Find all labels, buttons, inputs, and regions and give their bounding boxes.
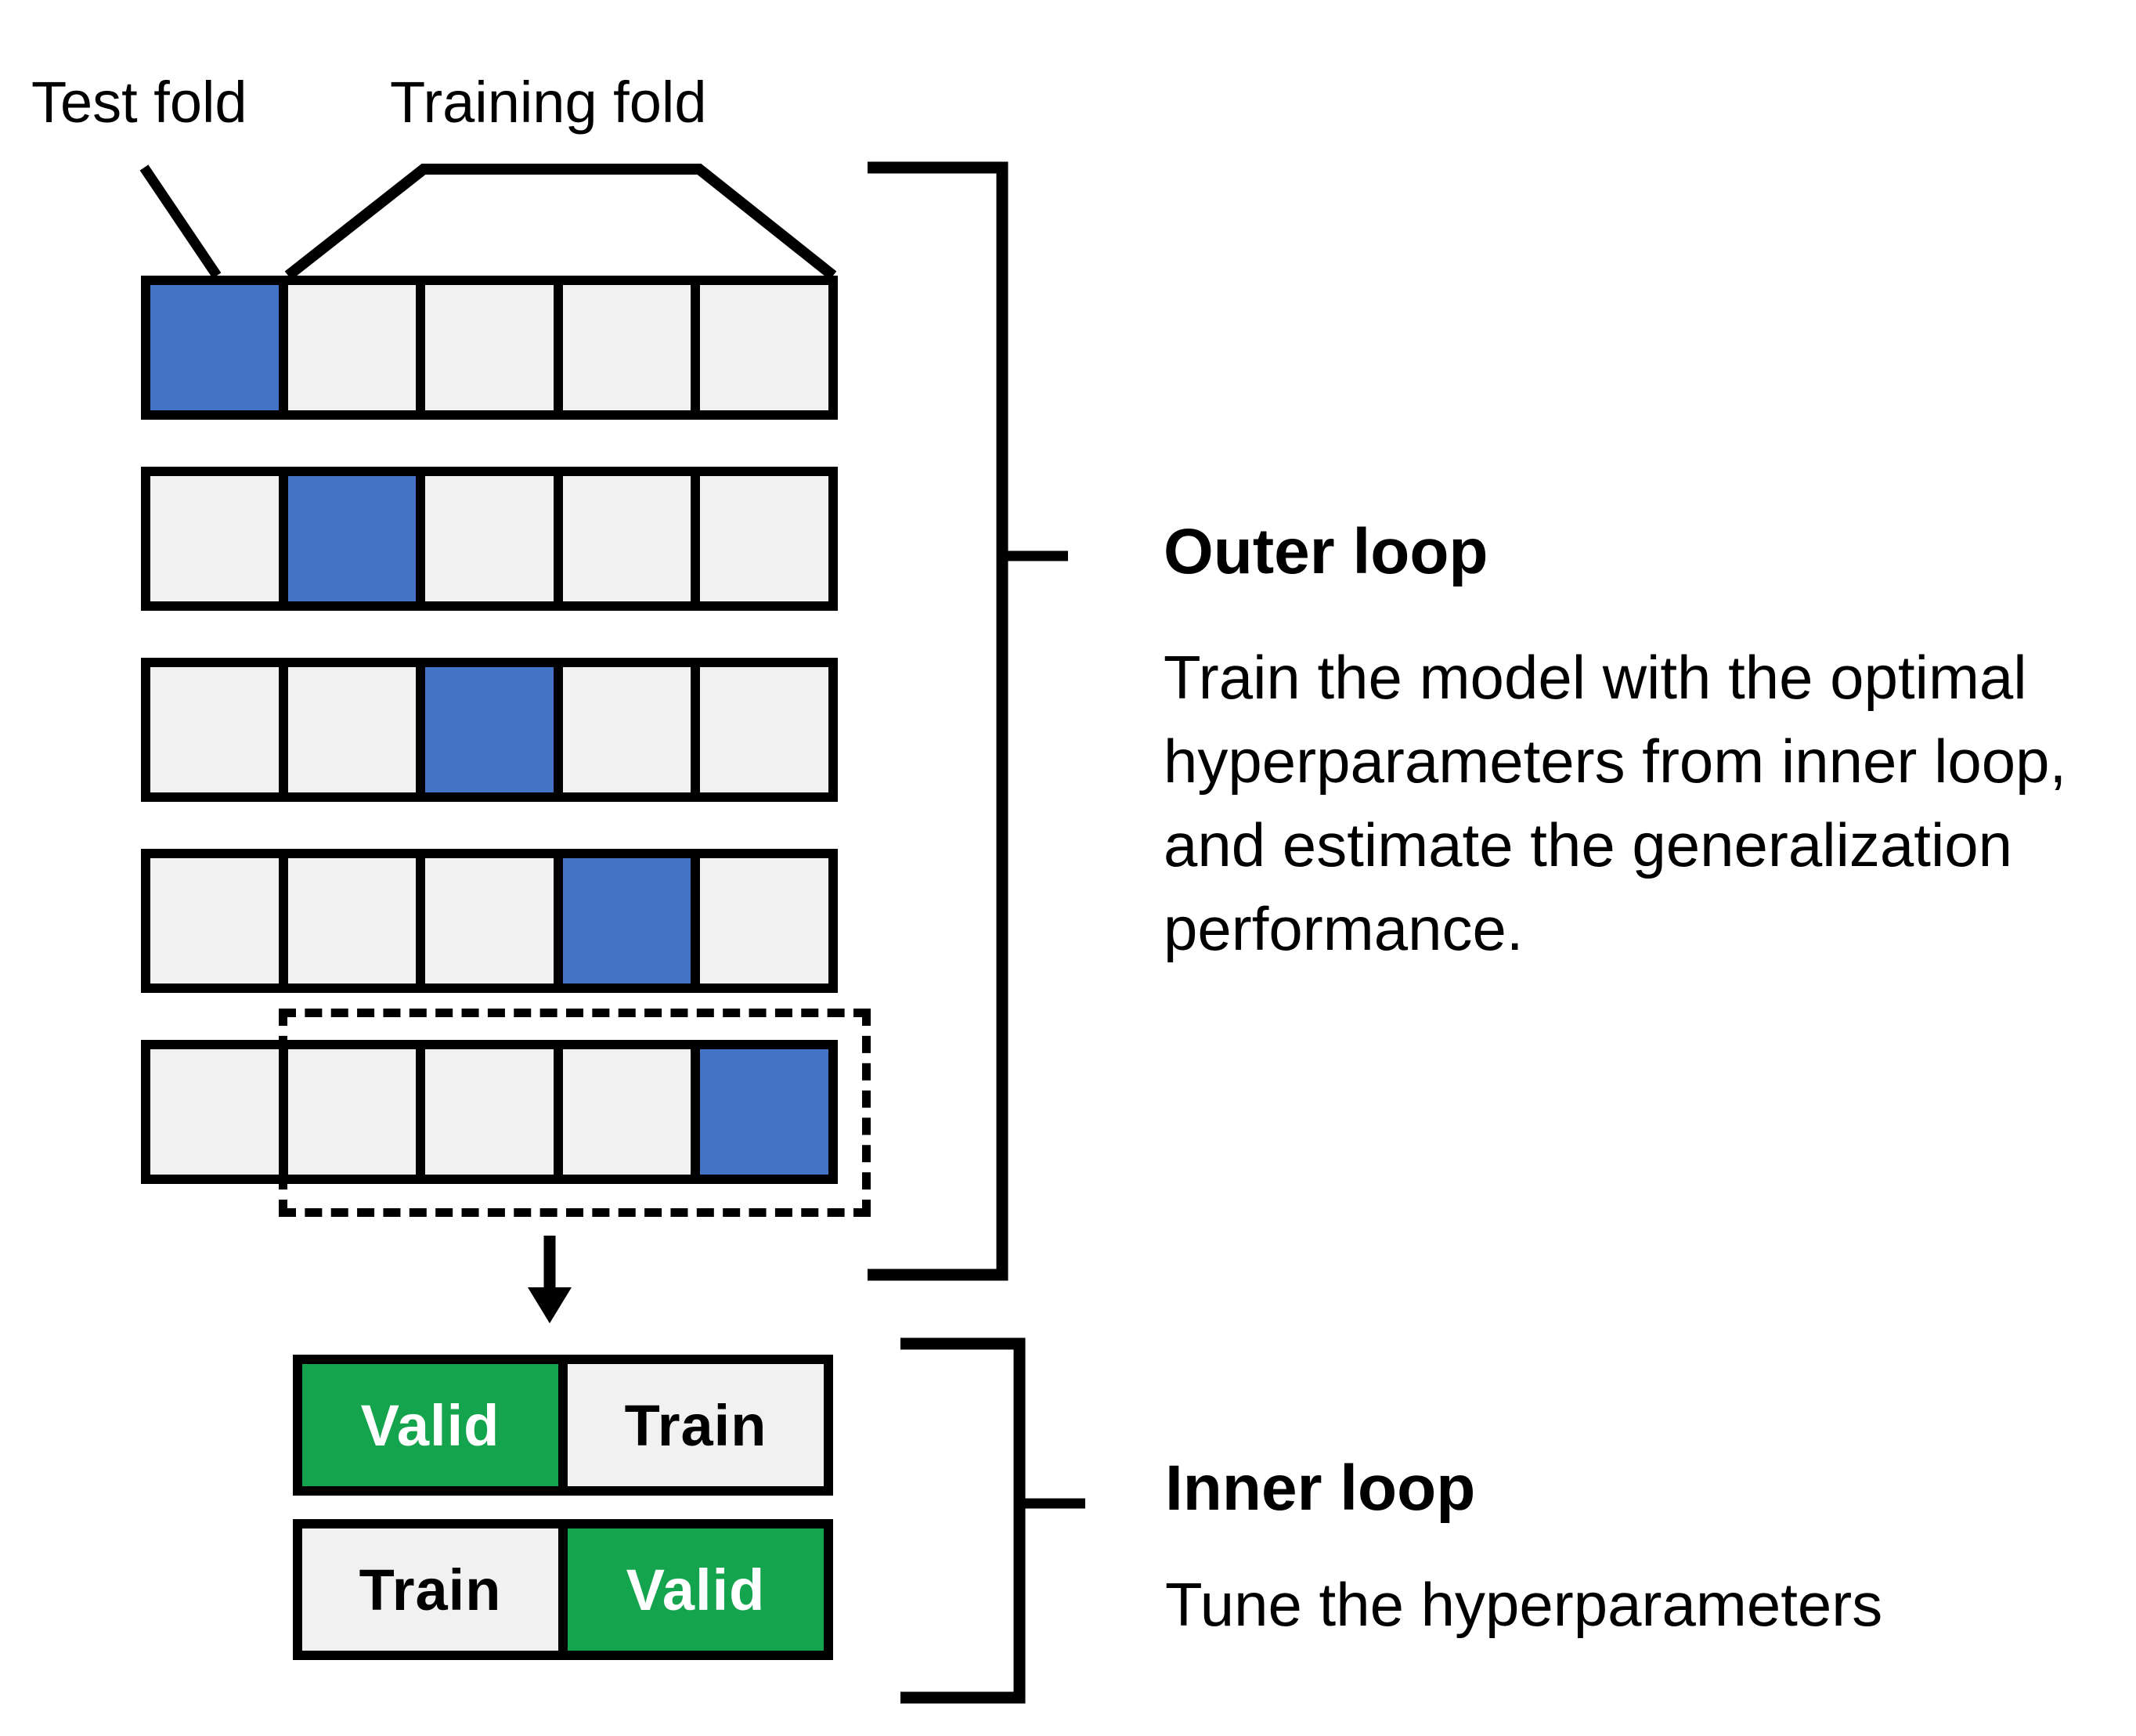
outer-loop-bracket	[868, 161, 1008, 1281]
training-fold-cell	[287, 858, 417, 983]
training-fold-cell	[425, 1049, 554, 1175]
training-fold-cell	[150, 667, 279, 792]
training-fold-cell	[425, 476, 554, 601]
training-fold-cell	[700, 285, 828, 410]
training-fold-cell	[425, 858, 554, 983]
test-fold-cell	[562, 858, 691, 983]
inner-loop-description: Tune the hyperparameters	[1165, 1570, 1883, 1639]
training-fold-cell	[700, 476, 828, 601]
training-fold-label: Training fold	[390, 70, 707, 135]
valid-fold-cell: Valid	[568, 1528, 824, 1651]
inner-loop-title: Inner loop	[1165, 1453, 1476, 1524]
training-fold-cell	[562, 667, 691, 792]
train-fold-cell: Train	[302, 1528, 558, 1651]
test-fold-pointer-line	[139, 164, 222, 279]
training-fold-cell	[150, 476, 279, 601]
training-fold-cell	[287, 667, 417, 792]
training-fold-cell	[287, 285, 417, 410]
training-fold-cell	[562, 476, 691, 601]
outer-fold-row	[141, 1040, 838, 1184]
test-fold-label: Test fold	[31, 70, 247, 135]
training-fold-cell	[562, 285, 691, 410]
inner-loop-bracket	[900, 1337, 1026, 1704]
test-fold-cell	[287, 476, 417, 601]
training-fold-cell	[562, 1049, 691, 1175]
valid-fold-cell: Valid	[302, 1364, 558, 1486]
outer-fold-row	[141, 467, 838, 611]
training-fold-brace	[284, 164, 837, 280]
outer-fold-row	[141, 849, 838, 993]
training-fold-cell	[287, 1049, 417, 1175]
test-fold-cell	[150, 285, 279, 410]
training-fold-cell	[700, 858, 828, 983]
training-fold-cell	[425, 285, 554, 410]
outer-fold-row	[141, 276, 838, 420]
train-fold-cell: Train	[568, 1364, 824, 1486]
selected-fold-dashed-outline	[279, 1009, 871, 1217]
test-fold-cell	[425, 667, 554, 792]
outer-fold-row	[141, 658, 838, 802]
training-fold-cell	[700, 667, 828, 792]
training-fold-cell	[150, 1049, 279, 1175]
training-fold-cell	[150, 858, 279, 983]
down-arrow-icon	[528, 1236, 572, 1323]
outer-loop-title: Outer loop	[1164, 516, 1488, 587]
test-fold-cell	[700, 1049, 828, 1175]
outer-loop-description: Train the model with the optimal hyperpa…	[1164, 643, 2067, 963]
